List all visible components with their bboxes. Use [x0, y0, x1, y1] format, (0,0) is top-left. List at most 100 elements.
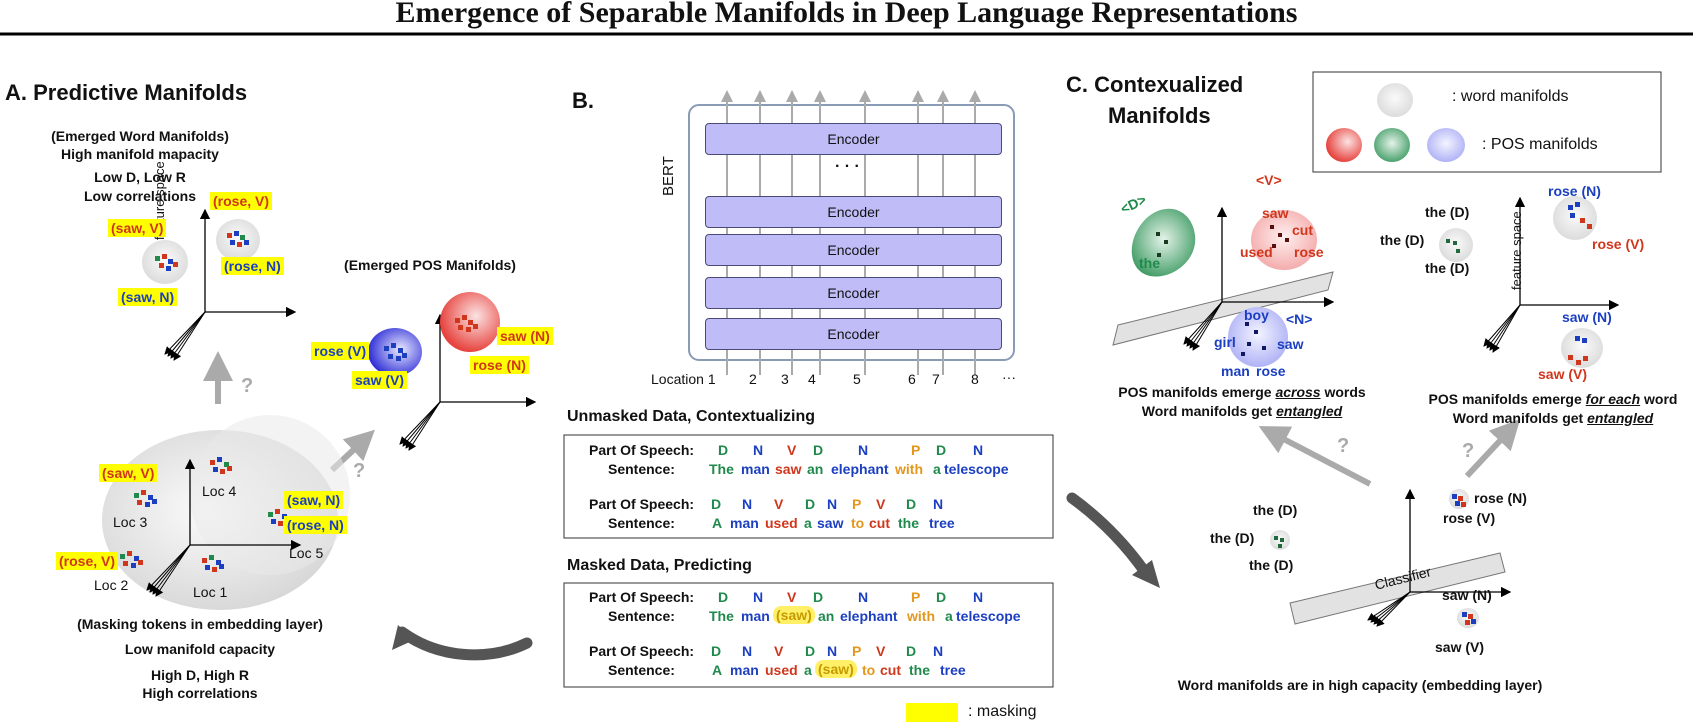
- tag: D: [936, 442, 947, 458]
- legend-word-label: : word manifolds: [1452, 88, 1569, 105]
- word: man: [730, 515, 759, 531]
- label-saw-v-pos: saw (V): [352, 371, 408, 389]
- loc-2: Loc 2: [94, 577, 129, 593]
- question-mark: ?: [1462, 440, 1475, 462]
- panel-a-top-caption-2: High manifold mapacity: [61, 146, 219, 162]
- pos-tag-v: <V>: [1256, 172, 1282, 188]
- pos-label: Part Of Speech:: [589, 643, 695, 659]
- tag: P: [911, 589, 921, 605]
- word: to: [851, 515, 865, 531]
- legend-word-blob: [1377, 83, 1413, 117]
- pos-label: Part Of Speech:: [589, 442, 695, 458]
- encoder-block: Encoder: [705, 277, 1002, 309]
- n-word: man: [1221, 363, 1250, 379]
- legend-pos-label: : POS manifolds: [1482, 136, 1598, 153]
- word: cut: [880, 662, 901, 678]
- word: the: [909, 662, 930, 678]
- label-saw-n-pos: saw (N): [497, 327, 553, 345]
- point-cluster: [120, 551, 143, 568]
- bottom-word-label: saw (V): [1435, 639, 1485, 655]
- caption-left-1: POS manifolds emerge across words: [1118, 384, 1366, 400]
- tag: V: [876, 643, 886, 659]
- word-manifold-label: the (D): [1380, 232, 1425, 248]
- tag: D: [813, 589, 824, 605]
- curved-arrow-b-to-a: [396, 626, 533, 661]
- tag: V: [876, 496, 886, 512]
- bottom-word-label: the (D): [1210, 530, 1255, 546]
- caption-left-2: Word manifolds get entangled: [1141, 403, 1343, 419]
- legend-pos-blue: [1427, 128, 1465, 162]
- right-label: rose (N): [1548, 183, 1601, 199]
- bottom-word-label: the (D): [1253, 502, 1298, 518]
- curved-arrow-head: [392, 625, 414, 650]
- caption-right-2: Word manifolds get entangled: [1452, 410, 1654, 426]
- pos-d-blob: [1131, 208, 1196, 277]
- question-mark: ?: [241, 375, 254, 397]
- bottom-word-label: rose (V): [1443, 510, 1496, 526]
- panel-c-right-plot: [1439, 196, 1620, 368]
- point-cluster: [210, 457, 232, 474]
- sentence-label: Sentence:: [608, 608, 675, 624]
- label-rose-v: (rose, V): [210, 192, 273, 210]
- word: a: [933, 461, 941, 477]
- word: man: [741, 608, 770, 624]
- tag: D: [718, 442, 729, 458]
- v-word: used: [1240, 244, 1273, 260]
- v-word: saw: [1262, 205, 1289, 221]
- tag: N: [753, 442, 764, 458]
- panel-a-top-plot: [142, 208, 297, 361]
- tag: N: [827, 496, 838, 512]
- word: A: [712, 662, 723, 678]
- v-word: cut: [1292, 222, 1313, 238]
- word: tree: [929, 515, 955, 531]
- word: the: [898, 515, 919, 531]
- curved-arrow-b-to-c: [1066, 492, 1151, 578]
- panel-a-top-caption-1: (Emerged Word Manifolds): [51, 128, 229, 144]
- loc-3: Loc 3: [113, 514, 148, 530]
- word-manifold-blob: [142, 240, 188, 284]
- word: a: [804, 515, 812, 531]
- panel-c-bottom-plot: [1270, 488, 1512, 628]
- bottom-word-label: rose (N): [1474, 490, 1527, 506]
- word-manifold-label: the (D): [1425, 260, 1470, 276]
- word: an: [818, 608, 835, 624]
- pos-label: Part Of Speech:: [589, 589, 695, 605]
- bottom-label-rose-n: (rose, N): [284, 516, 347, 534]
- bottom-label-rose-v: (rose, V): [56, 552, 119, 570]
- tag: D: [813, 442, 824, 458]
- d-word: the: [1139, 255, 1160, 271]
- n-word: girl: [1214, 334, 1236, 350]
- encoder-block: Encoder: [705, 234, 1002, 266]
- word: saw: [817, 515, 844, 531]
- pos-manifold-blob: [368, 328, 422, 376]
- loc-5: Loc 5: [289, 545, 324, 561]
- encoder-block: Encoder: [705, 123, 1002, 155]
- word: a: [804, 662, 812, 678]
- tag: D: [805, 496, 816, 512]
- v-word: rose: [1294, 244, 1324, 260]
- word: with: [907, 608, 935, 624]
- word-manifold-blob: [1561, 328, 1603, 368]
- bottom-caption-1: (Masking tokens in embedding layer): [77, 616, 323, 632]
- panel-a-bottom-plot: [102, 415, 350, 610]
- location-label: 2: [749, 371, 757, 387]
- tag: D: [906, 496, 917, 512]
- tag: N: [742, 643, 753, 659]
- word: The: [709, 608, 734, 624]
- sentence-label: Sentence:: [608, 461, 675, 477]
- point-cluster: [227, 231, 249, 247]
- word: an: [807, 461, 824, 477]
- word-manifold-label: the (D): [1425, 204, 1470, 220]
- label-rose-n-pos: rose (N): [470, 356, 529, 374]
- bottom-label-saw-v: (saw, V): [99, 464, 158, 482]
- tag: N: [973, 442, 984, 458]
- word: telescope: [956, 608, 1021, 624]
- tag: N: [753, 589, 764, 605]
- tag: D: [936, 589, 947, 605]
- tag: N: [742, 496, 753, 512]
- panel-c-heading-1: C. Contexualized: [1066, 72, 1244, 97]
- right-label: saw (N): [1562, 309, 1612, 325]
- unmasked-heading: Unmasked Data, Contextualizing: [567, 408, 816, 425]
- word: man: [741, 461, 770, 477]
